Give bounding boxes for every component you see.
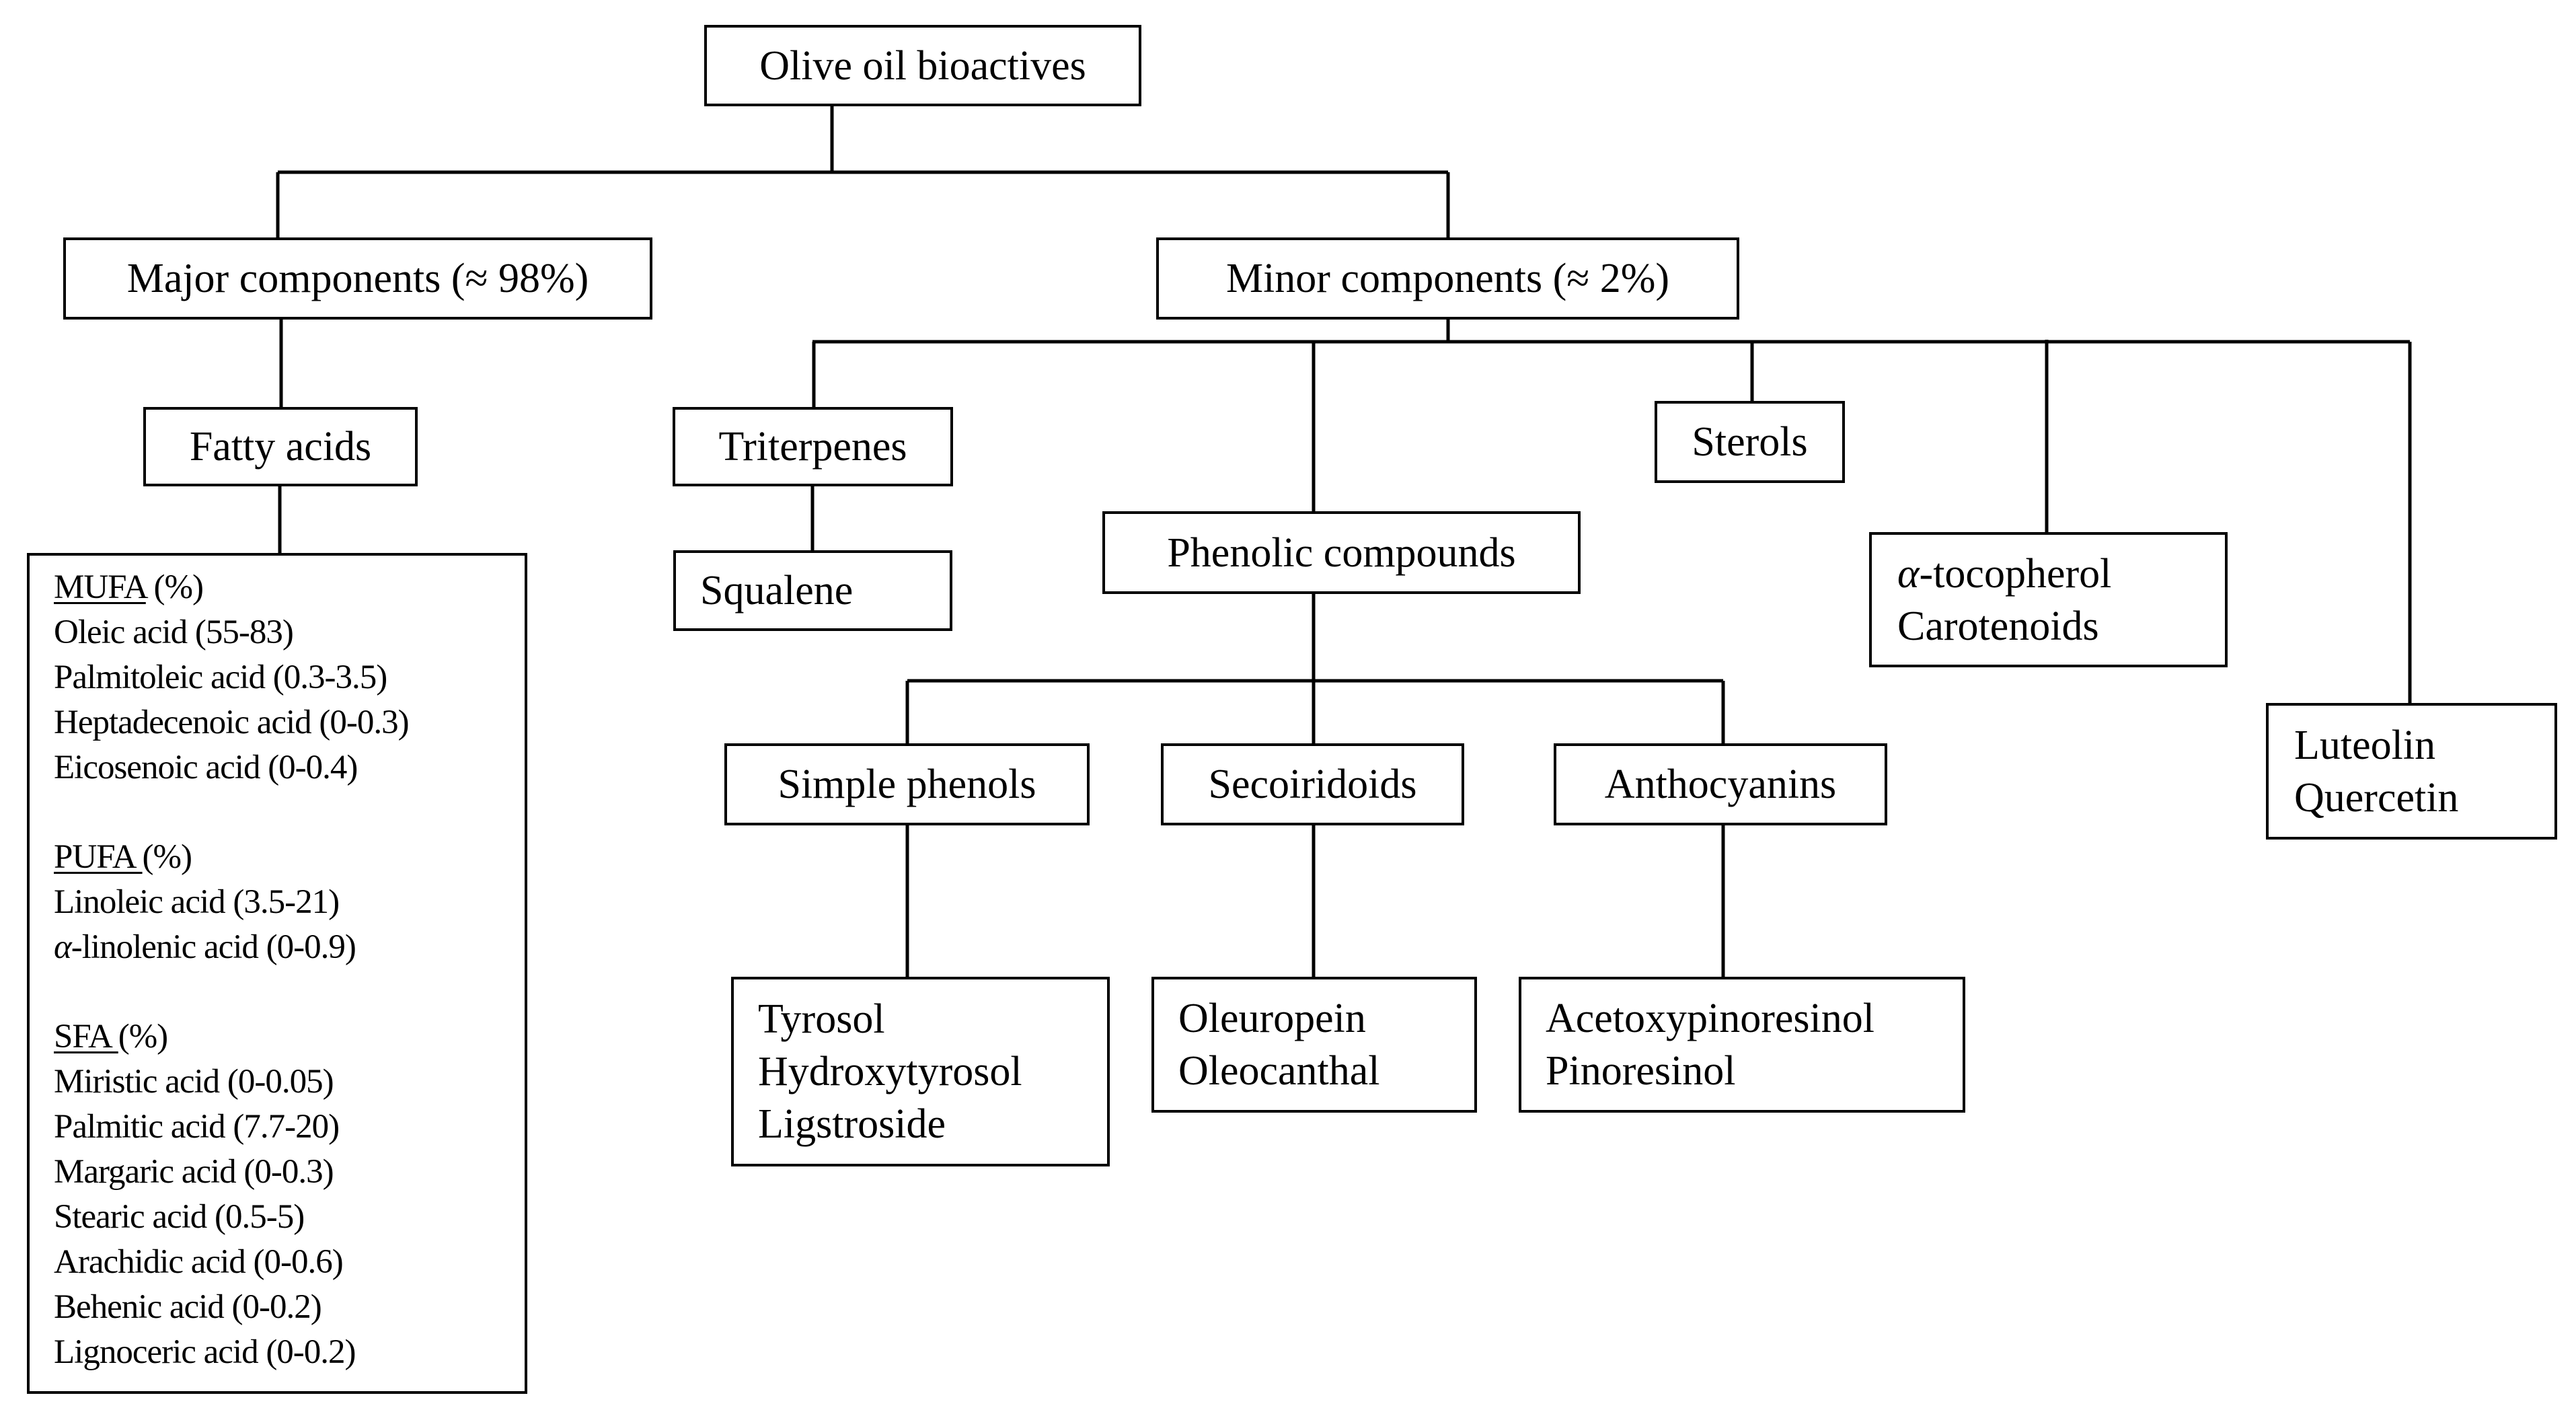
simple-phenols-label: Simple phenols <box>778 761 1036 807</box>
section-spacer <box>54 970 525 1014</box>
mufa-heading-label: MUFA <box>54 568 147 606</box>
phenolic-compounds-node: Phenolic compounds <box>1102 511 1581 594</box>
sfa-item: Lignoceric acid (0-0.2) <box>54 1333 356 1371</box>
triterpenes-label: Triterpenes <box>718 424 907 470</box>
pinoresinol-line: Pinoresinol <box>1546 1048 1736 1094</box>
secoiridoids-node: Secoiridoids <box>1161 743 1464 825</box>
simple-phenols-list: Tyrosol Hydroxytyrosol Ligstroside <box>731 977 1110 1166</box>
pufa-heading: PUFA (%) <box>54 835 525 880</box>
major-components-label: Major components (≈ 98%) <box>126 256 589 301</box>
secoiridoids-label: Secoiridoids <box>1208 761 1417 807</box>
acetoxypinoresinol-line: Acetoxypinoresinol <box>1546 996 1875 1041</box>
hydroxytyrosol-line: Hydroxytyrosol <box>758 1049 1022 1094</box>
tyrosol-line: Tyrosol <box>758 996 885 1042</box>
root-node-label: Olive oil bioactives <box>759 42 1086 89</box>
sfa-item: Miristic acid (0-0.05) <box>54 1063 334 1101</box>
sfa-item: Behenic acid (0-0.2) <box>54 1288 322 1326</box>
squalene-node: Squalene <box>673 550 952 631</box>
major-components-node: Major components (≈ 98%) <box>63 237 652 320</box>
sfa-item: Stearic acid (0.5-5) <box>54 1198 305 1236</box>
pufa-heading-label: PUFA <box>54 838 143 876</box>
tocopherol-carotenoids-node: α-tocopherol Carotenoids <box>1869 532 2228 667</box>
oleuropein-line: Oleuropein <box>1178 996 1366 1041</box>
ligstroside-line: Ligstroside <box>758 1101 946 1147</box>
mufa-item: Eicosenoic acid (0-0.4) <box>54 749 358 786</box>
sterols-node: Sterols <box>1655 401 1845 483</box>
mufa-item: Oleic acid (55-83) <box>54 614 294 651</box>
alpha-symbol: α <box>54 928 72 966</box>
tocopherol-alpha-symbol: α <box>1897 550 1920 597</box>
section-spacer <box>54 790 525 835</box>
fatty-acids-label: Fatty acids <box>189 424 372 470</box>
minor-components-node: Minor components (≈ 2%) <box>1156 237 1739 320</box>
fatty-acids-node: Fatty acids <box>143 407 418 486</box>
secoiridoids-list: Oleuropein Oleocanthal <box>1151 977 1477 1113</box>
luteolin-line: Luteolin <box>2294 722 2436 768</box>
alpha-linolenic-text: -linolenic acid (0-0.9) <box>71 928 356 966</box>
phenolic-compounds-label: Phenolic compounds <box>1167 529 1516 576</box>
mufa-unit: (%) <box>145 568 204 606</box>
sfa-heading-label: SFA <box>54 1018 118 1055</box>
simple-phenols-node: Simple phenols <box>724 743 1090 825</box>
sterols-label: Sterols <box>1692 419 1808 465</box>
sfa-item: Arachidic acid (0-0.6) <box>54 1243 344 1281</box>
tocopherol-line: α-tocopherol <box>1897 548 2225 600</box>
pufa-item: Linoleic acid (3.5-21) <box>54 883 340 921</box>
carotenoids-line: Carotenoids <box>1897 603 2099 649</box>
sfa-item: Margaric acid (0-0.3) <box>54 1153 334 1191</box>
quercetin-line: Quercetin <box>2294 774 2459 821</box>
pufa-item-alpha-linolenic: α-linolenic acid (0-0.9) <box>54 925 525 970</box>
anthocyanins-list: Acetoxypinoresinol Pinoresinol <box>1519 977 1965 1113</box>
pufa-unit: (%) <box>142 838 192 876</box>
sfa-heading: SFA (%) <box>54 1014 525 1060</box>
triterpenes-node: Triterpenes <box>673 407 953 486</box>
tocopherol-text: -tocopherol <box>1919 550 2112 597</box>
sfa-item: Palmitic acid (7.7-20) <box>54 1108 340 1146</box>
oleocanthal-line: Oleocanthal <box>1178 1048 1380 1094</box>
anthocyanins-label: Anthocyanins <box>1604 761 1837 807</box>
anthocyanins-node: Anthocyanins <box>1554 743 1887 825</box>
root-node: Olive oil bioactives <box>704 25 1141 106</box>
mufa-item: Palmitoleic acid (0.3-3.5) <box>54 659 387 696</box>
sfa-unit: (%) <box>118 1018 168 1055</box>
mufa-heading: MUFA (%) <box>54 565 525 610</box>
minor-components-label: Minor components (≈ 2%) <box>1225 256 1670 301</box>
flavonoids-node: Luteolin Quercetin <box>2266 703 2557 840</box>
mufa-item: Heptadecenoic acid (0-0.3) <box>54 704 410 741</box>
fatty-acid-list: MUFA (%) Oleic acid (55-83) Palmitoleic … <box>27 553 527 1394</box>
squalene-label: Squalene <box>700 568 854 614</box>
